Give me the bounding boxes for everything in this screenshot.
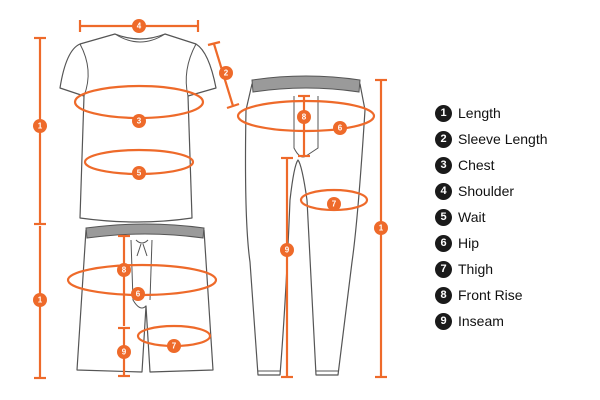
marker-label: 1 <box>38 122 43 131</box>
marker-label: 5 <box>137 169 142 178</box>
legend-item-inseam: 9 Inseam <box>435 308 595 334</box>
marker-label: 3 <box>137 117 142 126</box>
legend-label: Chest <box>458 157 495 173</box>
legend-label: Length <box>458 105 501 121</box>
measure-leggings-hip: 6 <box>236 99 376 135</box>
marker-label: 8 <box>302 113 307 122</box>
legend-item-waist: 5 Wait <box>435 204 595 230</box>
legend-item-thigh: 7 Thigh <box>435 256 595 282</box>
measure-leggings-front-rise: 8 <box>297 94 311 158</box>
number-badge-icon: 1 <box>435 104 452 122</box>
measure-shorts-thigh: 7 <box>136 324 212 353</box>
shorts-illustration <box>76 223 214 373</box>
number-badge-icon: 7 <box>435 260 452 278</box>
measure-shorts-hip: 6 <box>66 263 218 301</box>
measure-leggings-inseam: 9 <box>280 156 294 379</box>
marker-label: 9 <box>122 348 127 357</box>
legend-item-shoulder: 4 Shoulder <box>435 178 595 204</box>
marker-label: 7 <box>172 342 177 351</box>
marker-label: 7 <box>332 200 337 209</box>
number-badge-icon: 8 <box>435 286 452 304</box>
legend-label: Front Rise <box>458 287 523 303</box>
number-badge-icon: 9 <box>435 312 452 330</box>
measurement-legend: 1 Length 2 Sleeve Length 3 Chest 4 Shoul… <box>435 100 595 334</box>
measure-shoulder: 4 <box>78 19 200 33</box>
marker-label: 4 <box>137 22 142 31</box>
measure-shorts-inseam: 9 <box>117 326 131 378</box>
measure-sleeve-length: 2 <box>207 40 240 110</box>
tshirt-illustration <box>59 33 217 223</box>
legend-label: Wait <box>458 209 486 225</box>
measure-shorts-length: 1 <box>33 226 47 380</box>
number-badge-icon: 5 <box>435 208 452 226</box>
measure-leggings-length: 1 <box>374 78 388 379</box>
marker-label: 2 <box>224 69 229 78</box>
measure-shorts-front-rise: 8 <box>117 234 131 326</box>
legend-item-chest: 3 Chest <box>435 152 595 178</box>
legend-label: Thigh <box>458 261 494 277</box>
number-badge-icon: 6 <box>435 234 452 252</box>
legend-item-sleeve-length: 2 Sleeve Length <box>435 126 595 152</box>
legend-label: Hip <box>458 235 480 251</box>
measure-leggings-thigh: 7 <box>299 188 369 212</box>
marker-label: 9 <box>285 246 290 255</box>
number-badge-icon: 4 <box>435 182 452 200</box>
legend-label: Sleeve Length <box>458 131 548 147</box>
legend-label: Inseam <box>458 313 504 329</box>
legend-label: Shoulder <box>458 183 515 199</box>
marker-label: 6 <box>136 290 141 299</box>
measure-shirt-length: 1 <box>33 36 47 226</box>
marker-label: 8 <box>122 266 127 275</box>
marker-label: 1 <box>38 296 43 305</box>
measure-waist: 5 <box>83 148 195 180</box>
legend-item-hip: 6 Hip <box>435 230 595 256</box>
marker-label: 6 <box>338 124 343 133</box>
marker-label: 1 <box>379 224 384 233</box>
number-badge-icon: 3 <box>435 156 452 174</box>
legend-item-front-rise: 8 Front Rise <box>435 282 595 308</box>
number-badge-icon: 2 <box>435 130 452 148</box>
measure-chest: 3 <box>73 84 205 128</box>
legend-item-length: 1 Length <box>435 100 595 126</box>
